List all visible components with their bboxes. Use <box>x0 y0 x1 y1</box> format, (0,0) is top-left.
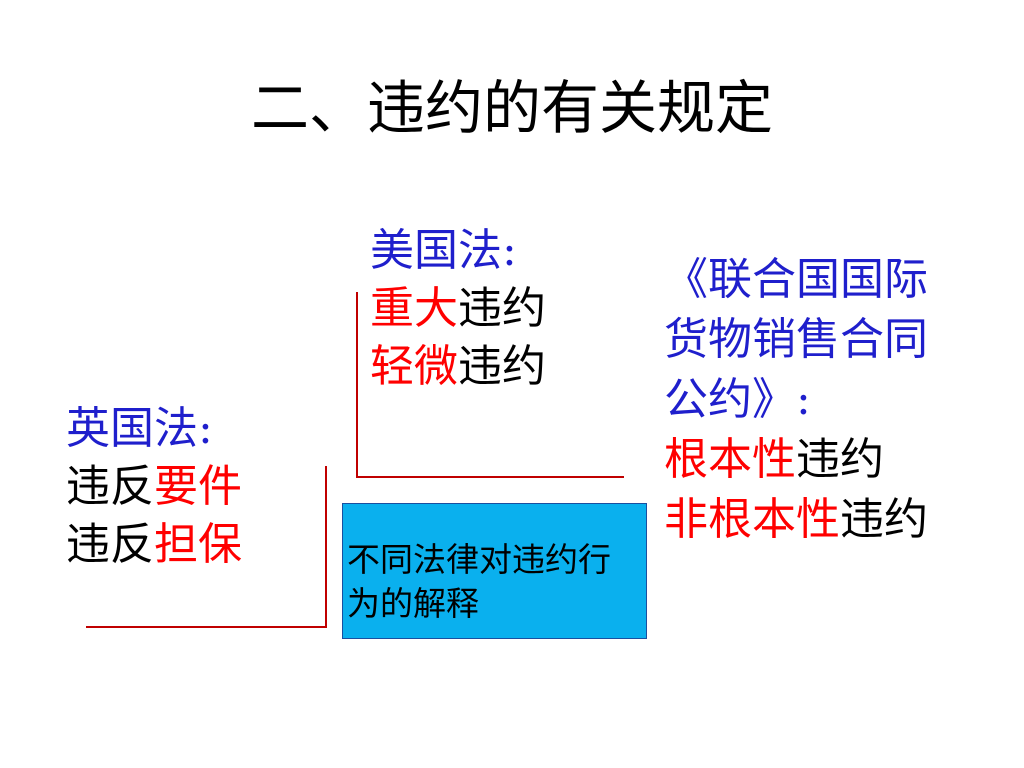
slide-title: 二、违约的有关规定 <box>250 74 773 142</box>
cisg-heading-line-1: 《联合国国际 <box>664 254 928 305</box>
cisg-line-non-fundamental: 非根本性违约 <box>664 490 928 550</box>
uk-law-heading: 英国法: <box>66 403 213 454</box>
uk-law-line-warranty-emphasis: 担保 <box>154 519 242 570</box>
us-law-line-material-emphasis: 重大 <box>370 283 458 334</box>
us-law-line-minor: 轻微违约 <box>370 338 546 396</box>
uk-law-line-warranty: 违反担保 <box>66 516 242 574</box>
cisg-heading-line-3: 公约》: <box>664 374 811 425</box>
uk-law-line-condition: 违反要件 <box>66 458 242 516</box>
cisg-line-non-fundamental-term: 违约 <box>840 494 928 545</box>
uk-law-bracket-horizontal <box>86 626 327 628</box>
note-text: 不同法律对违约行为的解释 <box>347 540 611 623</box>
cisg-block: 《联合国国际 货物销售合同 公约》: 根本性违约 非根本性违约 <box>664 250 928 550</box>
uk-law-bracket-vertical <box>325 466 327 628</box>
us-law-line-material-term: 违约 <box>458 283 546 334</box>
uk-law-line-condition-term: 违反 <box>66 461 154 512</box>
cisg-line-non-fundamental-emphasis: 非根本性 <box>664 494 840 545</box>
us-law-line-minor-emphasis: 轻微 <box>370 341 458 392</box>
us-law-line-minor-term: 违约 <box>458 341 546 392</box>
us-law-block: 美国法: 重大违约 轻微违约 <box>370 222 546 396</box>
cisg-line-fundamental-term: 违约 <box>796 434 884 485</box>
us-law-bracket-horizontal <box>356 476 624 478</box>
us-law-heading: 美国法: <box>370 225 517 276</box>
us-law-line-material: 重大违约 <box>370 280 546 338</box>
uk-law-line-condition-emphasis: 要件 <box>154 461 242 512</box>
uk-law-line-warranty-term: 违反 <box>66 519 154 570</box>
note-box: 不同法律对违约行为的解释 <box>342 503 647 639</box>
cisg-line-fundamental-emphasis: 根本性 <box>664 434 796 485</box>
us-law-bracket-vertical <box>356 292 358 478</box>
cisg-heading-line-2: 货物销售合同 <box>664 314 928 365</box>
uk-law-block: 英国法: 违反要件 违反担保 <box>66 400 242 574</box>
cisg-line-fundamental: 根本性违约 <box>664 430 928 490</box>
